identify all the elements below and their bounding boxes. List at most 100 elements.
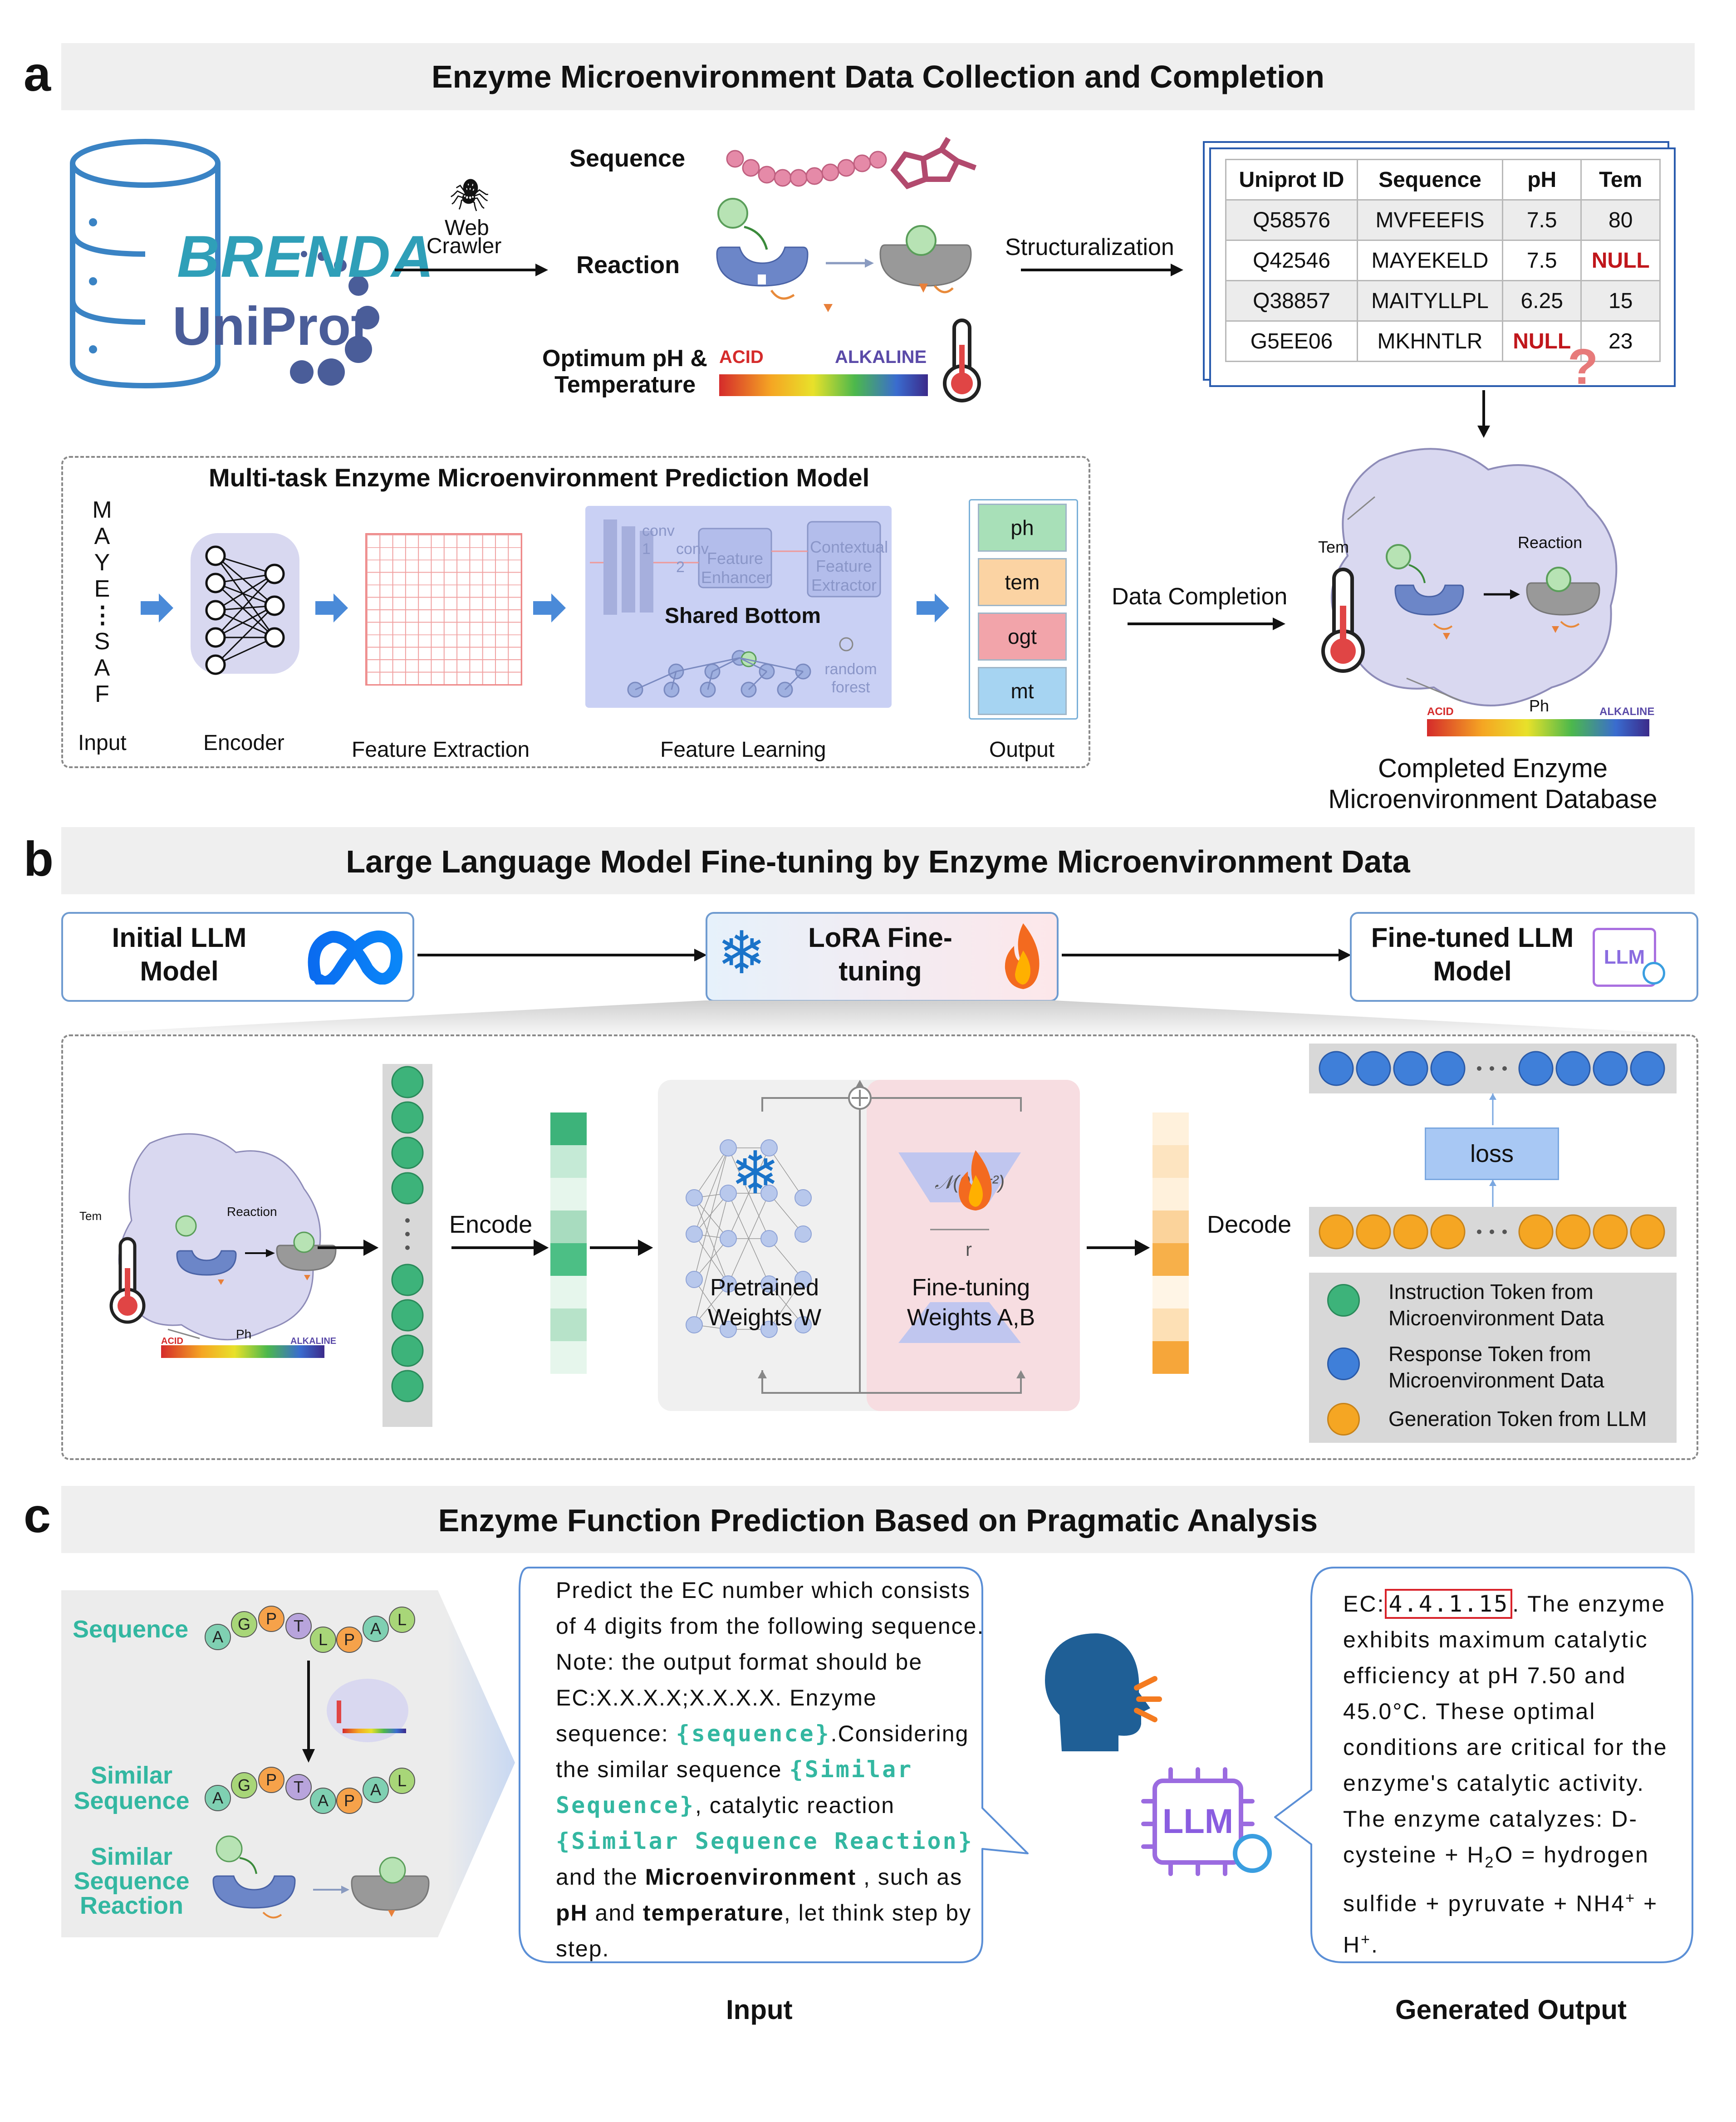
loss-box: loss	[1425, 1127, 1559, 1180]
tem-label-b: Tem	[79, 1209, 102, 1223]
speaking-head-icon	[1045, 1633, 1162, 1751]
seq-bead-letter: A	[212, 1627, 223, 1646]
legend-dot-instruction	[1327, 1284, 1360, 1317]
microenvironment-illustration-b	[109, 1133, 337, 1341]
encoded-embedding-column	[550, 1112, 587, 1374]
finetuned-llm-label: Fine-tuned LLM Model	[1371, 922, 1574, 986]
encode-label: Encode	[449, 1211, 533, 1238]
question-mark-icon: ?	[1568, 339, 1599, 395]
input-prompt-text: Predict the EC number which consists of …	[556, 1573, 989, 1967]
prompt-text-part: .Considering the similar sequence	[556, 1721, 969, 1782]
prompt-keyword-temperature: temperature	[642, 1900, 784, 1926]
output-ogt: ogt	[978, 613, 1067, 661]
generated-output-text: EC:4.4.1.15. The enzyme exhibits maximum…	[1343, 1586, 1679, 1963]
input-letter: E	[94, 576, 110, 602]
ctx-similar-reaction-label: Similar Sequence Reaction	[74, 1843, 190, 1919]
panel-b-title: Large Language Model Fine-tuning by Enzy…	[346, 844, 1410, 879]
table-cell: 23	[1580, 320, 1661, 362]
llm-chip-icon-b: LLM	[1593, 928, 1656, 987]
ctx-similar-sequence-label: Similar Sequence	[74, 1762, 190, 1814]
structuralization-arrow	[1021, 264, 1183, 276]
output-superscript: +	[1625, 1890, 1636, 1907]
instruction-token-dots	[391, 1066, 424, 1402]
output-body-text: + H	[1343, 1891, 1658, 1958]
snowflake-icon: ❄	[717, 920, 766, 986]
table-row: Q38857 MAITYLLPL 6.25 15	[1225, 280, 1661, 322]
sequence-label: Sequence	[569, 145, 686, 172]
context-panel-bg	[61, 1590, 515, 1937]
structured-data-table: Uniprot ID Sequence pH Tem Q58576 MVFEEF…	[1225, 159, 1661, 362]
feature-learning-diagram	[590, 519, 881, 698]
decoded-output-column	[1152, 1112, 1189, 1374]
output-tem: tem	[978, 558, 1067, 606]
panel-b-letter: b	[24, 831, 54, 886]
input-letter: Y	[94, 549, 110, 576]
output-mt: mt	[978, 667, 1067, 715]
alkaline-label-b: ALKALINE	[290, 1336, 337, 1346]
input-bubble-shape	[519, 1567, 1029, 1963]
ctx-sequence-label: Sequence	[73, 1616, 189, 1643]
pretrained-weights-label: Pretrained Weights W	[707, 1274, 822, 1331]
similarity-search-arrow	[302, 1661, 408, 1763]
prompt-text-part: and	[588, 1900, 643, 1926]
input-letter: S	[94, 628, 110, 655]
seq-bead-letter: A	[370, 1619, 381, 1638]
col-header: Tem	[1580, 159, 1661, 201]
caption-generated-output: Generated Output	[1395, 1995, 1627, 2025]
decode-label: Decode	[1207, 1211, 1292, 1238]
encoder-network-icon	[191, 533, 299, 675]
finetuning-weights-label: Fine-tuning Weights A,B	[907, 1274, 1035, 1331]
similar-bead-letter: T	[294, 1778, 304, 1796]
output-body-text: . The enzyme exhibits maximum catalytic …	[1343, 1591, 1668, 1867]
output-bubble-shape	[1274, 1567, 1693, 1963]
meta-logo-icon	[308, 930, 403, 985]
stage-label-input: Input	[78, 731, 127, 755]
table-cell: Q42546	[1225, 240, 1358, 281]
table-header-row: Uniprot ID Sequence pH Tem	[1225, 159, 1661, 201]
similar-bead-letter: P	[344, 1791, 355, 1810]
legend-dot-generation	[1327, 1403, 1360, 1436]
crawler-label-1: Web	[445, 216, 489, 240]
llm-chip-icon-c: LLM	[1141, 1767, 1272, 1876]
input-sequence-letters: M A Y E ⋮ S A F	[91, 497, 114, 707]
table-cell: 7.5	[1501, 199, 1582, 241]
token-legend	[1309, 1273, 1677, 1443]
prompt-placeholder-similar-sequence: {Similar Sequence}	[556, 1756, 913, 1818]
ph-label-completed: Ph	[1529, 696, 1550, 715]
output-body-text: .	[1371, 1932, 1379, 1958]
frozen-snowflake-icon: ❄	[731, 1140, 780, 1206]
sequence-chain-illustration	[726, 137, 977, 190]
input-letter: F	[95, 681, 109, 707]
prompt-placeholder-sequence: {sequence}	[676, 1720, 831, 1747]
table-cell: 6.25	[1501, 280, 1582, 322]
structuralization-label: Structuralization	[1005, 234, 1174, 260]
output-subscript: 2	[1485, 1854, 1495, 1871]
ph-label-b: Ph	[236, 1327, 252, 1341]
reaction-label-b: Reaction	[227, 1205, 277, 1219]
legend-text-generation: Generation Token from LLM	[1388, 1407, 1647, 1431]
prompt-text-part: and the	[556, 1864, 645, 1890]
brenda-logo: BRENDA	[177, 223, 435, 289]
table-cell: 80	[1580, 199, 1661, 241]
table-row: Q42546 MAYEKELD 7.5 NULL	[1225, 240, 1661, 281]
input-letter: ⋮	[91, 602, 114, 628]
seq-bead-letter: L	[397, 1610, 407, 1629]
prompt-text-part: Predict the EC number which consists of …	[556, 1578, 985, 1746]
multitask-model-title: Multi-task Enzyme Microenvironment Predi…	[209, 463, 870, 492]
panel-a-title-bar: Enzyme Microenvironment Data Collection …	[61, 43, 1695, 110]
contextual-extractor-label: Contextual Feature Extractor	[810, 538, 888, 594]
reaction-label: Reaction	[576, 251, 680, 279]
panel-a-letter: a	[24, 46, 51, 101]
output-ec-prefix: EC:	[1343, 1591, 1385, 1617]
panel-a-title: Enzyme Microenvironment Data Collection …	[431, 59, 1325, 94]
spider-icon: 🕷	[449, 177, 490, 213]
completed-database-illustration	[1321, 448, 1618, 706]
alkaline-label-a: ALKALINE	[835, 347, 927, 367]
panel-c-title-bar: Enzyme Function Prediction Based on Prag…	[61, 1486, 1695, 1553]
seq-bead-letter: P	[266, 1609, 277, 1628]
input-letter: A	[94, 523, 110, 549]
model-flow-arrows	[141, 593, 949, 622]
stage-label-output: Output	[989, 738, 1055, 762]
output-ec-number: 4.4.1.15	[1385, 1589, 1513, 1619]
prompt-text-part: , such as	[856, 1864, 963, 1890]
